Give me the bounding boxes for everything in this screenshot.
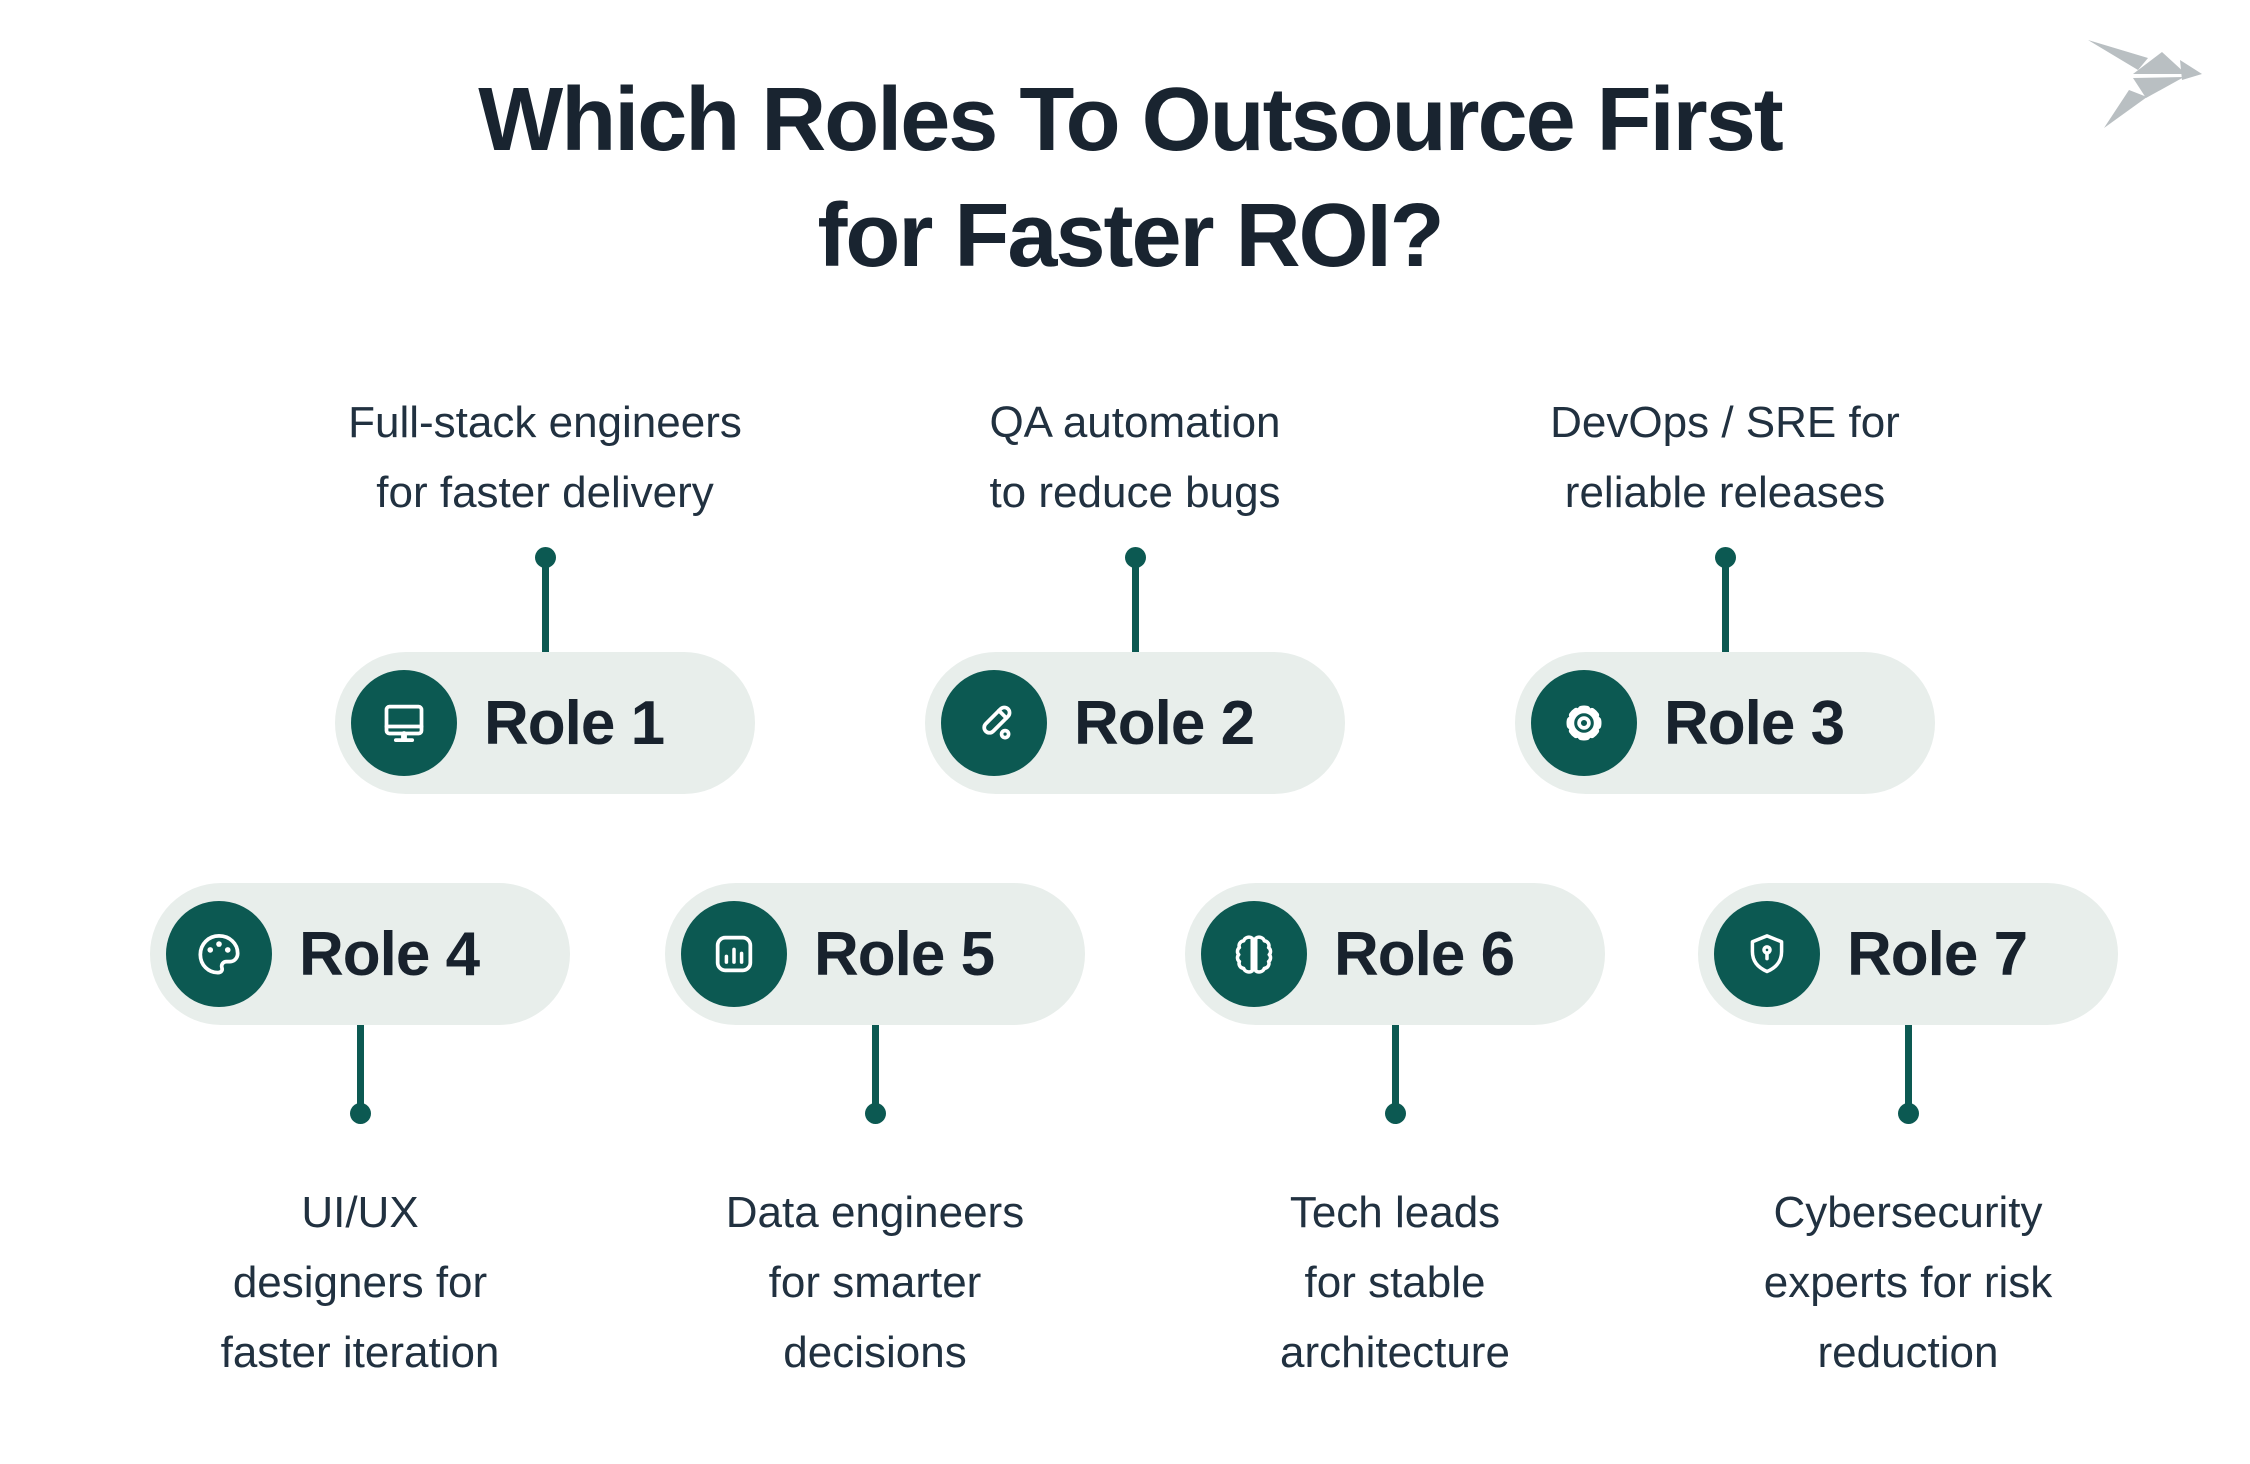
connector-line-role-6 <box>1391 1025 1399 1105</box>
connector-dot-role-2 <box>1124 547 1146 568</box>
page-title: Which Roles To Outsource First for Faste… <box>0 62 2250 294</box>
description-role-5: Data engineers for smarter decisions <box>725 1188 1025 1377</box>
palette-icon <box>166 901 272 1007</box>
connector-dot-role-3 <box>1714 547 1736 568</box>
description-role-3: DevOps / SRE for reliable releases <box>1550 398 1900 517</box>
connector-line-role-2 <box>1131 566 1139 652</box>
role-pill-3: Role 3 <box>1515 652 1935 794</box>
role-pill-2: Role 2 <box>925 652 1345 794</box>
description-role-7: Cybersecurity experts for risk reduction <box>1763 1188 2053 1377</box>
connector-line-role-3 <box>1721 566 1729 652</box>
connector-line-role-4 <box>356 1025 364 1105</box>
page-title-line2: for Faster ROI? <box>817 186 1444 286</box>
role-label: Role 1 <box>484 688 665 758</box>
role-pill-4: Role 4 <box>150 883 570 1025</box>
role-pill-7: Role 7 <box>1698 883 2118 1025</box>
role-label: Role 2 <box>1074 688 1255 758</box>
role-label: Role 7 <box>1847 919 2028 989</box>
role-pill-6: Role 6 <box>1185 883 1605 1025</box>
shield-icon <box>1714 901 1820 1007</box>
connector-line-role-7 <box>1904 1025 1912 1105</box>
monitor-icon <box>351 670 457 776</box>
role-pill-1: Role 1 <box>335 652 755 794</box>
origami-bird-logo <box>2088 40 2202 128</box>
description-role-6: Tech leads for stable architecture <box>1280 1188 1510 1377</box>
connector-dot-role-4 <box>349 1103 371 1124</box>
description-role-2: QA automation to reduce bugs <box>989 398 1281 517</box>
connector-dot-role-1 <box>534 547 556 568</box>
bar-chart-icon <box>681 901 787 1007</box>
page-title-line1: Which Roles To Outsource First <box>478 70 1783 170</box>
role-label: Role 4 <box>299 919 480 989</box>
connector-line-role-5 <box>871 1025 879 1105</box>
test-tube-icon <box>941 670 1047 776</box>
gear-icon <box>1531 670 1637 776</box>
connector-dot-role-5 <box>864 1103 886 1124</box>
role-label: Role 6 <box>1334 919 1515 989</box>
role-label: Role 3 <box>1664 688 1845 758</box>
connector-line-role-1 <box>541 566 549 652</box>
connector-dot-role-6 <box>1384 1103 1406 1124</box>
brain-icon <box>1201 901 1307 1007</box>
description-role-4: UI/UX designers for faster iteration <box>220 1188 500 1377</box>
role-pill-5: Role 5 <box>665 883 1085 1025</box>
role-label: Role 5 <box>814 919 995 989</box>
description-role-1: Full-stack engineers for faster delivery <box>348 398 742 517</box>
connector-dot-role-7 <box>1897 1103 1919 1124</box>
